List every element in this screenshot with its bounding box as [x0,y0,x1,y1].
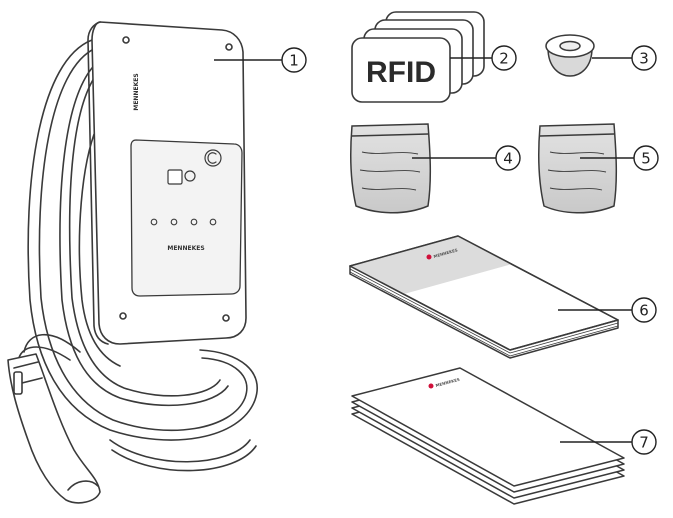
callout-5-number: 5 [641,150,651,168]
screw-bag-4-seal [351,133,429,137]
manual-7-illustration [351,367,625,505]
socket-type-badge-letter [207,152,217,164]
callout-3-number: 3 [639,50,649,68]
rfid-wave-icon [184,170,196,182]
manual-6-edge-lines [349,268,619,357]
cable-loop-lower-b [23,333,81,353]
manual-6-brand-dot [426,254,432,260]
callout-2-number: 2 [499,50,509,68]
callout-7-number: 7 [639,434,649,452]
cable-seal-illustration [545,34,595,77]
housing-screw-bl [119,312,127,320]
screw-bag-4-illustration [350,123,432,214]
cable-loop-outer-b [38,47,248,432]
seal-hole [559,40,581,52]
manual-6-cover-outline [349,235,619,351]
rfid-card-label: RFID [366,56,436,89]
manual-6-cover-band [350,236,512,294]
cable-loop-outer [27,39,258,441]
cable-loop-inner [78,119,121,367]
cable-loop-tail-b [111,445,257,472]
rfid-reader-icon [167,169,183,185]
callout-5: 5 [633,145,659,171]
screw-bag-5-seal [539,133,615,137]
callout-1: 1 [281,47,307,73]
rfid-card-front [351,37,451,103]
plug-grip [13,361,39,369]
wallbox-brand-vertical: MENNEKES [133,73,140,110]
callout-3: 3 [631,45,657,71]
callout-6-number: 6 [639,302,649,320]
charging-plug [7,353,101,504]
rfid-cards-illustration [351,11,485,103]
housing-screw-tl [122,36,130,44]
manual-7-brand-dot [428,383,434,389]
wallbox-front-panel [130,139,243,297]
callout-1-number: 1 [289,52,299,70]
manual-7-sheet-1 [351,367,625,487]
cable-loop-mid-b [68,65,221,397]
plug-tip [67,480,99,491]
status-led-connected-icon [170,218,178,226]
screw-bag-5-crease [547,151,607,191]
cable-loop-tail [109,439,251,463]
callout-2: 2 [491,45,517,71]
screw-bag-5-illustration [538,123,618,214]
callout-leaders [214,57,634,443]
screw-bag-4 [350,123,432,214]
callout-6: 6 [631,297,657,323]
screw-bag-5 [538,123,618,214]
status-led-error-icon [209,218,217,226]
housing-screw-tr [225,43,233,51]
wallbox-housing-side [87,21,109,345]
socket-type-badge-icon [204,149,222,167]
housing-screw-br [222,314,230,322]
status-led-power-icon [150,218,158,226]
callouts: 1 2 3 4 5 6 7 [281,45,659,455]
cable-loop-mid [59,59,229,407]
manual-7-brand: MENNEKES [435,377,460,388]
callout-4-number: 4 [503,150,513,168]
manual-6-illustration [349,235,619,359]
wallbox-illustration [7,21,258,504]
status-led-charging-icon [190,218,198,226]
plug-handle-slot [13,371,23,395]
callout-4: 4 [495,145,521,171]
wallbox-brand-panel: MENNEKES [167,245,204,252]
manual-6-brand: MENNEKES [433,247,458,259]
screw-bag-4-crease [359,151,421,191]
callout-7: 7 [631,429,657,455]
